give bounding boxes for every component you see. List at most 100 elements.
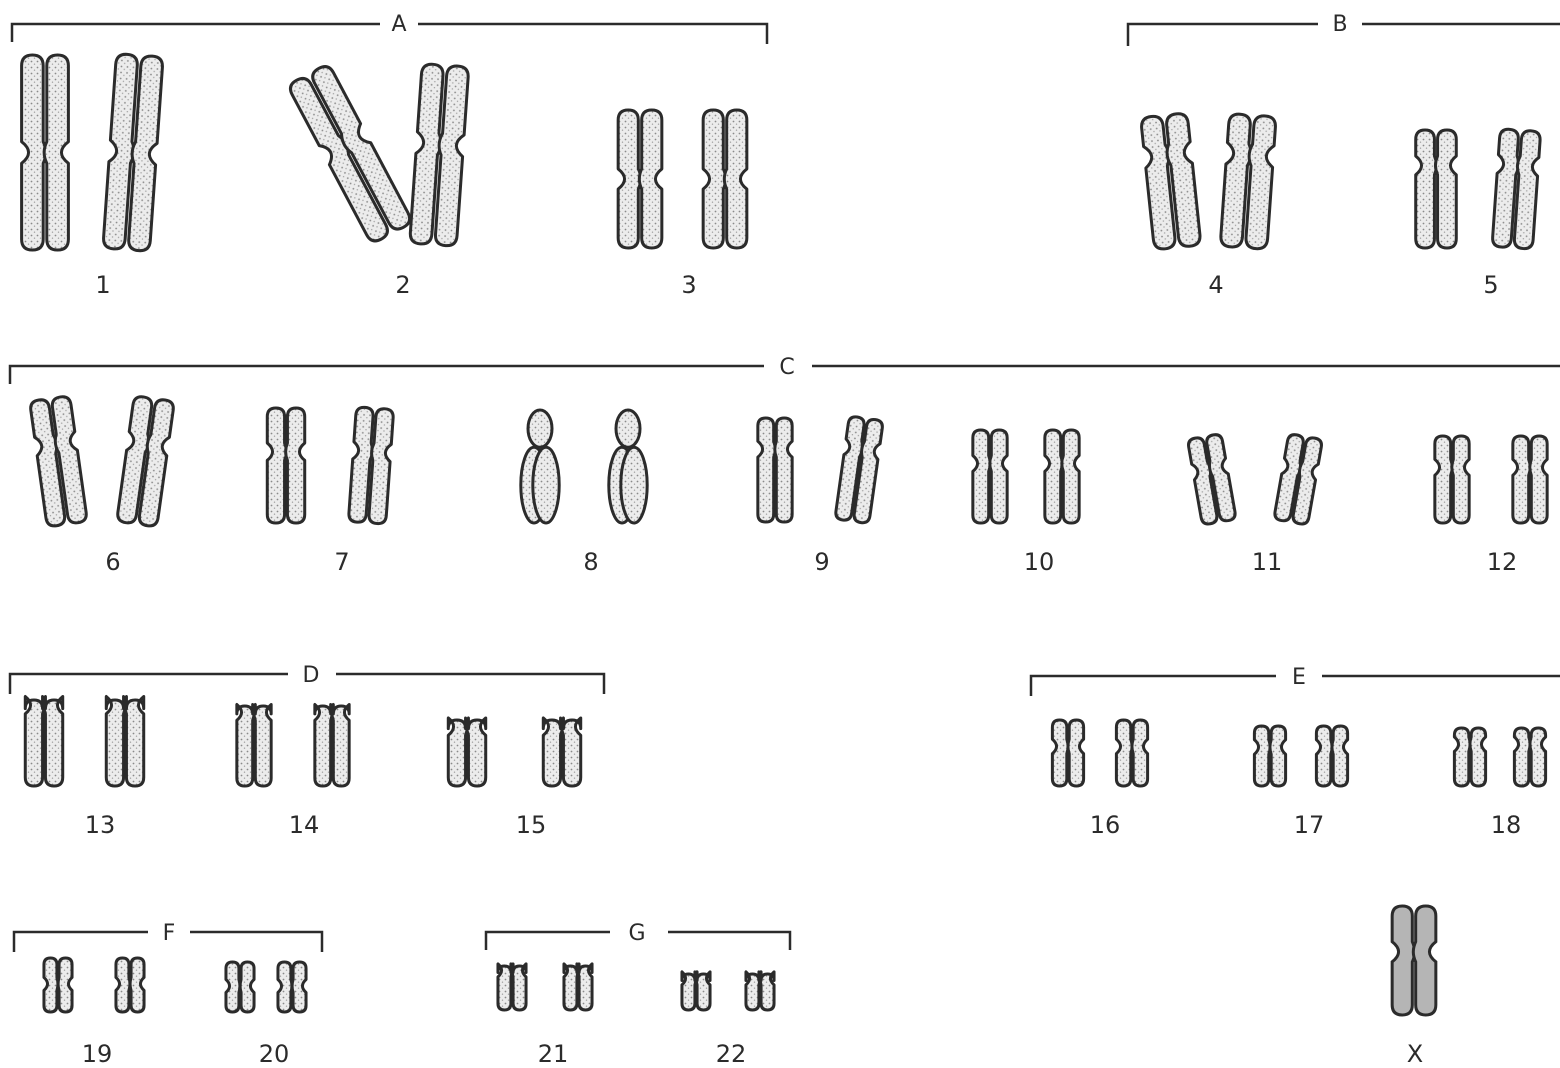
group-label-A: A xyxy=(391,12,406,37)
chromosome-pair-21 xyxy=(498,964,592,1010)
chromosome-10-a xyxy=(973,430,1007,523)
chromosome-10-b xyxy=(1045,430,1079,523)
chromosome-17-a xyxy=(1254,726,1285,786)
chromosome-3-b xyxy=(703,110,747,248)
pair-label-10: 10 xyxy=(1024,548,1055,576)
group-bracket-F: F xyxy=(14,921,322,952)
pair-label-11: 11 xyxy=(1252,548,1283,576)
chromosome-21-a xyxy=(498,964,526,1010)
chromosome-14-b xyxy=(315,704,349,786)
pair-label-5: 5 xyxy=(1483,271,1498,299)
pair-label-8: 8 xyxy=(583,548,598,576)
pair-label-16: 16 xyxy=(1090,811,1121,839)
chromosome-pair-4 xyxy=(1141,113,1277,250)
chromosome-1-b xyxy=(103,54,163,252)
chromosome-19-b xyxy=(116,958,144,1012)
group-bracket-E: E xyxy=(1031,665,1560,696)
chromosome-4-a xyxy=(1141,113,1201,250)
chromosome-pair-19 xyxy=(44,958,144,1012)
group-label-D: D xyxy=(303,663,320,688)
chromosome-11-b xyxy=(1274,434,1323,526)
chromosome-pair-13 xyxy=(25,697,143,786)
x-chromosome xyxy=(1392,906,1436,1015)
chromosome-2-a xyxy=(287,63,413,244)
group-bracket-A: A xyxy=(12,12,767,44)
group-bracket-C: C xyxy=(10,355,1560,384)
group-bracket-B: B xyxy=(1128,12,1560,46)
chromosome-pair-15 xyxy=(448,718,580,786)
chromosome-pair-10 xyxy=(973,430,1079,523)
group-label-C: C xyxy=(779,355,794,380)
chromosome-20-b xyxy=(278,962,306,1012)
chromosome-pair-22 xyxy=(682,972,774,1010)
chromosome-15-a xyxy=(448,718,485,786)
chromosome-pair-16 xyxy=(1052,720,1147,786)
pair-label-12: 12 xyxy=(1487,548,1518,576)
chromosome-8-a xyxy=(521,410,559,523)
group-label-B: B xyxy=(1332,12,1347,37)
chromosome-7-a xyxy=(267,408,304,523)
chromosome-pair-8 xyxy=(521,410,647,523)
chromosome-8-b xyxy=(609,410,647,523)
chromosome-21-b xyxy=(564,964,592,1010)
pair-label-7: 7 xyxy=(334,548,349,576)
chromosome-1-a xyxy=(22,55,69,250)
chromosome-pair-18 xyxy=(1454,728,1545,786)
pair-label-9: 9 xyxy=(814,548,829,576)
chromosome-pair-20 xyxy=(226,962,306,1012)
chromosome-11-a xyxy=(1187,434,1236,526)
chromosome-17-b xyxy=(1316,726,1347,786)
pair-label-21: 21 xyxy=(538,1040,569,1068)
chromosome-pair-3 xyxy=(618,110,747,248)
pair-label-13: 13 xyxy=(85,811,116,839)
chromosome-19-a xyxy=(44,958,72,1012)
chromosome-pair-11 xyxy=(1187,434,1322,526)
pair-label-17: 17 xyxy=(1294,811,1325,839)
chromosome-22-a xyxy=(682,972,710,1010)
chromosome-pair-1 xyxy=(22,54,164,252)
chromosome-13-a xyxy=(25,697,62,786)
chromosome-16-b xyxy=(1116,720,1147,786)
chromosome-4-b xyxy=(1220,113,1276,249)
group-bracket-D: D xyxy=(10,663,604,694)
chromosome-13-b xyxy=(106,697,143,786)
chromosome-9-b xyxy=(835,416,883,524)
pair-label-1: 1 xyxy=(95,271,110,299)
chromosome-12-b xyxy=(1513,436,1547,523)
pair-label-20: 20 xyxy=(259,1040,290,1068)
chromosome-18-a xyxy=(1454,728,1485,786)
pair-label-3: 3 xyxy=(681,271,696,299)
chromosome-14-a xyxy=(237,704,271,786)
chromosome-6-b xyxy=(117,396,175,527)
pair-label-6: 6 xyxy=(105,548,120,576)
chromosome-pair-9 xyxy=(758,416,883,524)
chromosome-pair-12 xyxy=(1435,436,1547,523)
chromosome-9-a xyxy=(758,418,792,522)
pair-label-15: 15 xyxy=(516,811,547,839)
chromosome-3-a xyxy=(618,110,662,248)
pair-label-22: 22 xyxy=(716,1040,747,1068)
chromosome-22-b xyxy=(746,972,774,1010)
sex-chromosome-label: X xyxy=(1407,1040,1423,1068)
chromosome-12-a xyxy=(1435,436,1469,523)
pair-label-2: 2 xyxy=(395,271,410,299)
chromosome-6-a xyxy=(30,396,88,527)
chromosome-7-b xyxy=(348,407,393,524)
chromosome-18-b xyxy=(1514,728,1545,786)
pair-label-14: 14 xyxy=(289,811,320,839)
chromosome-pairs xyxy=(22,54,1548,1015)
chromosome-2-b xyxy=(410,64,469,247)
pair-label-18: 18 xyxy=(1491,811,1522,839)
group-label-F: F xyxy=(163,921,176,946)
chromosome-5-a xyxy=(1416,130,1457,248)
chromosome-20-a xyxy=(226,962,254,1012)
group-label-E: E xyxy=(1292,665,1306,690)
group-bracket-G: G xyxy=(486,921,790,950)
chromosome-16-a xyxy=(1052,720,1083,786)
pair-label-4: 4 xyxy=(1208,271,1223,299)
chromosome-pair-7 xyxy=(267,407,393,524)
chromosome-5-b xyxy=(1492,129,1541,250)
chromosome-pair-2 xyxy=(287,63,469,246)
chromosome-pair-14 xyxy=(237,704,349,786)
